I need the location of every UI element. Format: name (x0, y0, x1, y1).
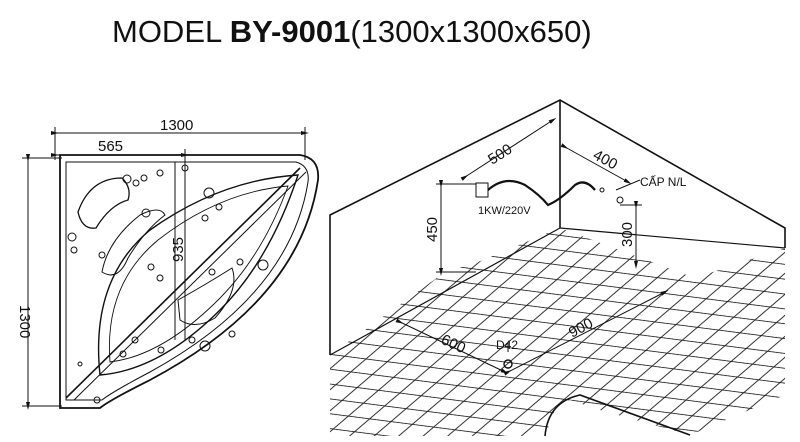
power-cable (487, 179, 596, 207)
headrest (77, 177, 130, 229)
dim-400: 400 (590, 147, 620, 174)
installation-view: 500 400 450 300 600 900 1KW/220V CẤP N/L… (329, 99, 786, 437)
seat-contour (101, 209, 166, 276)
drain-label: D42 (496, 338, 518, 352)
dim-450: 450 (424, 217, 441, 242)
drawing-title: MODEL BY-9001(1300x1300x650) (0, 8, 800, 56)
dim-inner-depth: 935 (170, 237, 187, 262)
title-prefix: MODEL (112, 14, 230, 49)
dim-500: 500 (485, 141, 515, 169)
dim-300: 300 (619, 222, 636, 247)
floor-cutout (544, 394, 691, 437)
power-label: 1KW/220V (478, 205, 531, 217)
tub-diagonal (65, 167, 301, 399)
dim-width-total: 1300 (160, 117, 193, 134)
plan-view: 1300 565 1300 935 (16, 117, 320, 410)
model-dimensions: (1300x1300x650) (350, 14, 592, 49)
dim-width-part: 565 (98, 138, 123, 155)
tub-outline (59, 154, 320, 409)
tub-inner-rim (65, 161, 309, 401)
dim-height-total: 1300 (16, 305, 33, 338)
tub-basin (97, 174, 299, 376)
water-supply-label: CẤP N/L (640, 174, 687, 189)
model-number: BY-9001 (229, 14, 351, 49)
